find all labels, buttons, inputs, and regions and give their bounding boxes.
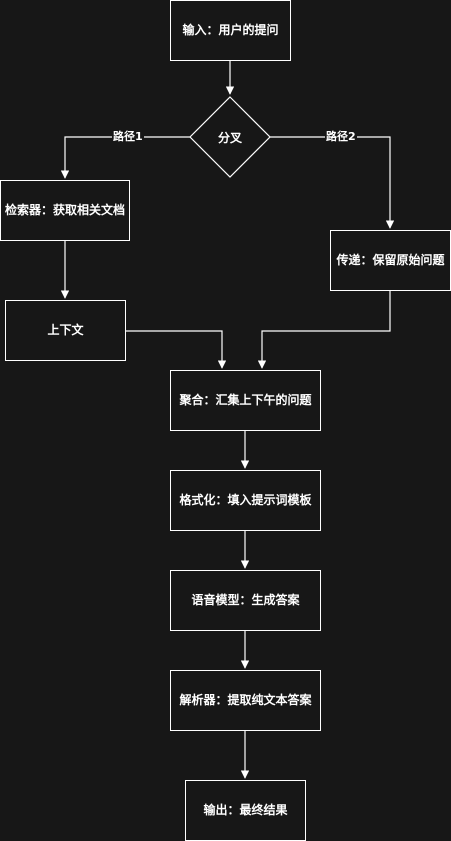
parser-node: 解析器：提取纯文本答案 bbox=[170, 670, 321, 731]
input-node: 输入：用户的提问 bbox=[170, 0, 291, 61]
edge-branch-to-retriever bbox=[60, 136, 190, 179]
branch-label: 分叉 bbox=[217, 130, 242, 145]
passthrough-node: 传递：保留原始问题 bbox=[330, 230, 451, 291]
format-node: 格式化：填入提示词模板 bbox=[170, 470, 321, 531]
llm-node: 语音模型：生成答案 bbox=[170, 570, 321, 631]
edge-context-to-aggregate bbox=[125, 330, 227, 369]
branch-diamond bbox=[189, 96, 271, 178]
output-node: 输出：最终结果 bbox=[185, 780, 306, 841]
edge-label-path2: 路径2 bbox=[325, 130, 357, 143]
edge-label-path1: 路径1 bbox=[112, 130, 144, 143]
retriever-node: 检索器：获取相关文档 bbox=[0, 180, 130, 241]
aggregate-node: 聚合：汇集上下午的问题 bbox=[170, 370, 321, 431]
context-node: 上下文 bbox=[5, 300, 126, 361]
edge-passthrough-to-aggregate bbox=[257, 290, 391, 369]
edge-branch-to-passthrough bbox=[270, 136, 395, 229]
